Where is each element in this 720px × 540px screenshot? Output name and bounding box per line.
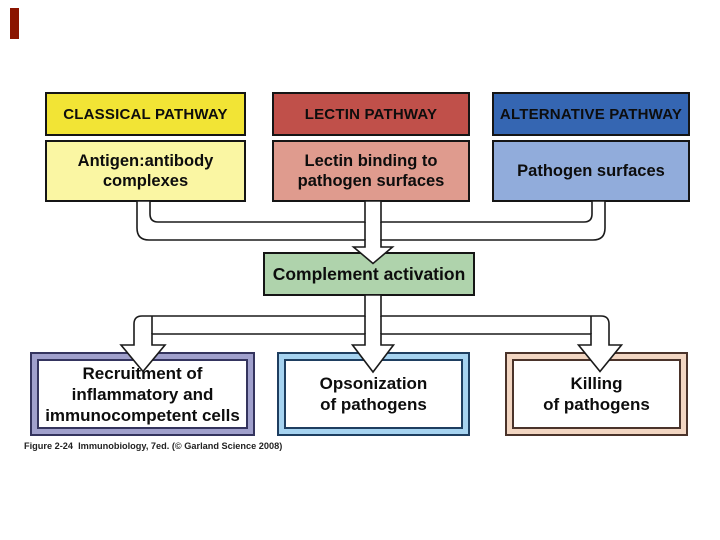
pathogen-surfaces-line1: Pathogen surfaces	[517, 162, 665, 180]
opsonization-line2: of pathogens	[320, 395, 427, 414]
antigen-antibody-box: Antigen:antibody complexes	[45, 140, 246, 202]
opsonization-outcome-box: Opsonization of pathogens	[277, 352, 470, 436]
classical-pathway-header: CLASSICAL PATHWAY	[45, 92, 246, 136]
killing-line2: of pathogens	[543, 395, 650, 414]
lectin-binding-line1: Lectin binding to	[304, 152, 438, 170]
killing-line1: Killing	[570, 374, 623, 393]
figure-caption: Figure 2-24 Immunobiology, 7ed. (© Garla…	[24, 441, 283, 451]
converging-junction-lines	[364, 222, 382, 240]
complement-activation-label: Complement activation	[272, 263, 466, 284]
antigen-antibody-line2: complexes	[102, 172, 189, 190]
diverging-junction-lines	[151, 316, 592, 334]
recruitment-line2: inflammatory and	[71, 384, 214, 404]
killing-outcome-box: Killing of pathogens	[505, 352, 688, 436]
killing-outcome-inner: Killing of pathogens	[512, 359, 681, 429]
alternative-pathway-label: ALTERNATIVE PATHWAY	[499, 105, 683, 123]
pathogen-surfaces-box: Pathogen surfaces	[492, 140, 690, 202]
antigen-antibody-line1: Antigen:antibody	[77, 152, 214, 170]
complement-activation-box: Complement activation	[263, 252, 475, 296]
slide-accent-bar	[10, 8, 19, 39]
opsonization-line1: Opsonization	[319, 374, 428, 393]
opsonization-outcome-inner: Opsonization of pathogens	[284, 359, 463, 429]
recruitment-outcome-inner: Recruitment of inflammatory and immunoco…	[37, 359, 248, 429]
lectin-binding-line2: pathogen surfaces	[297, 172, 445, 190]
lectin-pathway-header: LECTIN PATHWAY	[272, 92, 470, 136]
recruitment-line3: immunocompetent cells	[45, 405, 240, 425]
recruitment-line1: Recruitment of	[82, 363, 203, 383]
recruitment-outcome-box: Recruitment of inflammatory and immunoco…	[30, 352, 255, 436]
alternative-pathway-header: ALTERNATIVE PATHWAY	[492, 92, 690, 136]
lectin-binding-box: Lectin binding to pathogen surfaces	[272, 140, 470, 202]
classical-pathway-label: CLASSICAL PATHWAY	[63, 105, 228, 123]
lectin-pathway-label: LECTIN PATHWAY	[304, 105, 438, 123]
